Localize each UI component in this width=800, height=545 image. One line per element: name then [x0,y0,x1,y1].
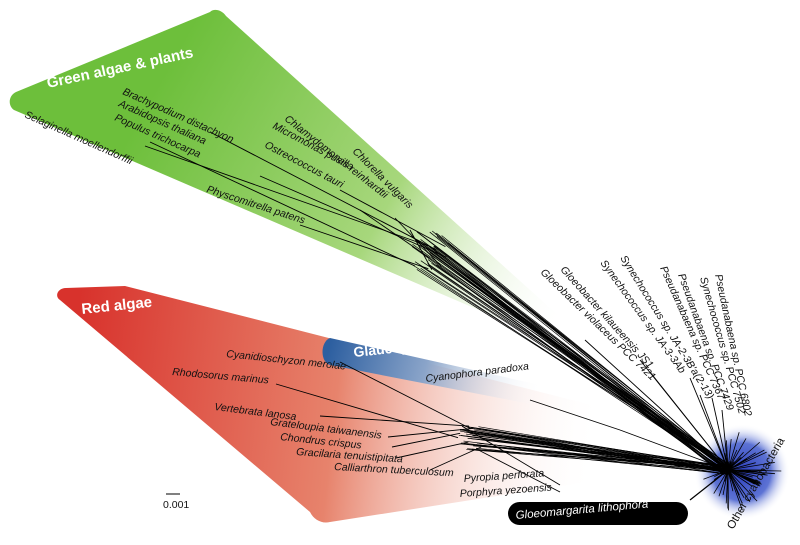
red-trunk [476,447,728,474]
red-branch [429,446,482,471]
green-trunk [417,241,724,472]
other-cyano-branch [727,462,756,471]
green-trunk [427,244,729,475]
green-trunk [420,239,731,467]
other-cyano-branch [727,469,743,511]
red-trunk [468,427,732,469]
green-trunk [412,243,726,469]
other-cyano-branch [727,469,753,478]
other-cyano-branch [704,452,729,471]
red-trunk [470,426,728,467]
other-cyano-branch [727,458,748,471]
other-cyano-branch [727,469,768,476]
red-branch [395,441,469,459]
cyano-branch [559,341,729,471]
cyano-branch [689,377,729,471]
cyano-branch [649,371,729,471]
red-clade-shape [57,286,651,523]
red-trunk [460,429,727,475]
gloeomargarita-badge [508,502,688,525]
other-cyano-branch [727,462,775,471]
cyano-branch [584,339,729,471]
green-branch [259,175,447,258]
green-branch [359,209,431,259]
red-branch [461,425,561,486]
glauco-branch [619,429,729,471]
green-branch [394,217,442,267]
green-branch [149,141,416,267]
green-branch [299,224,429,270]
other-cyano-branch [703,469,729,480]
other-cyano-branch [700,462,729,471]
red-branch [319,415,470,427]
other-cyano-branch [724,453,729,471]
other-cyano-branch [727,469,740,496]
green-trunk [427,259,727,475]
other-cyano-branch [727,469,753,487]
leaf-pyropia: Pyropia perforata [463,467,544,485]
other-cyano-branch [727,469,762,485]
red-trunk [460,435,732,473]
other-cyano-branch [727,461,735,471]
red-trunk [466,449,732,472]
other-cyano-branch [721,454,729,471]
scale-bar-label: 0.001 [163,499,189,511]
green-branch [209,131,437,251]
tree-branches [144,131,782,511]
green-trunk [434,233,728,467]
other-cyano-branch [713,456,729,471]
other-cyano-branch [727,469,745,498]
other-cyano-branch [727,469,758,502]
green-trunk [438,255,726,469]
green-clade-shape [9,9,580,345]
glaucophyte-clade-shape [322,338,540,405]
other-cyano-branch [727,438,747,471]
green-branch [409,229,433,270]
red-trunk [470,438,730,470]
cyano-branch [711,397,729,471]
other-cyano-branch [713,469,729,494]
red-trunk [471,430,729,472]
glauco-branch [529,399,621,431]
red-branch [387,427,473,438]
red-branch [477,449,561,493]
other-cyano-branch [727,457,742,471]
green-branch [339,189,446,248]
other-cyano-branch [722,467,729,471]
other-cyano-branch [727,469,751,502]
red-branch [275,383,459,439]
other-cyano-branch [727,438,732,471]
other-cyano-branch [727,449,738,471]
other-cyano-branch [722,469,729,496]
green-trunk [428,246,724,473]
other-cyano-branch [727,451,767,471]
other-cyano-branch [712,469,729,471]
red-branch [339,361,470,429]
red-branch [391,432,461,448]
other-cyano-branch [727,432,740,471]
other-cyano-branch [710,469,729,485]
